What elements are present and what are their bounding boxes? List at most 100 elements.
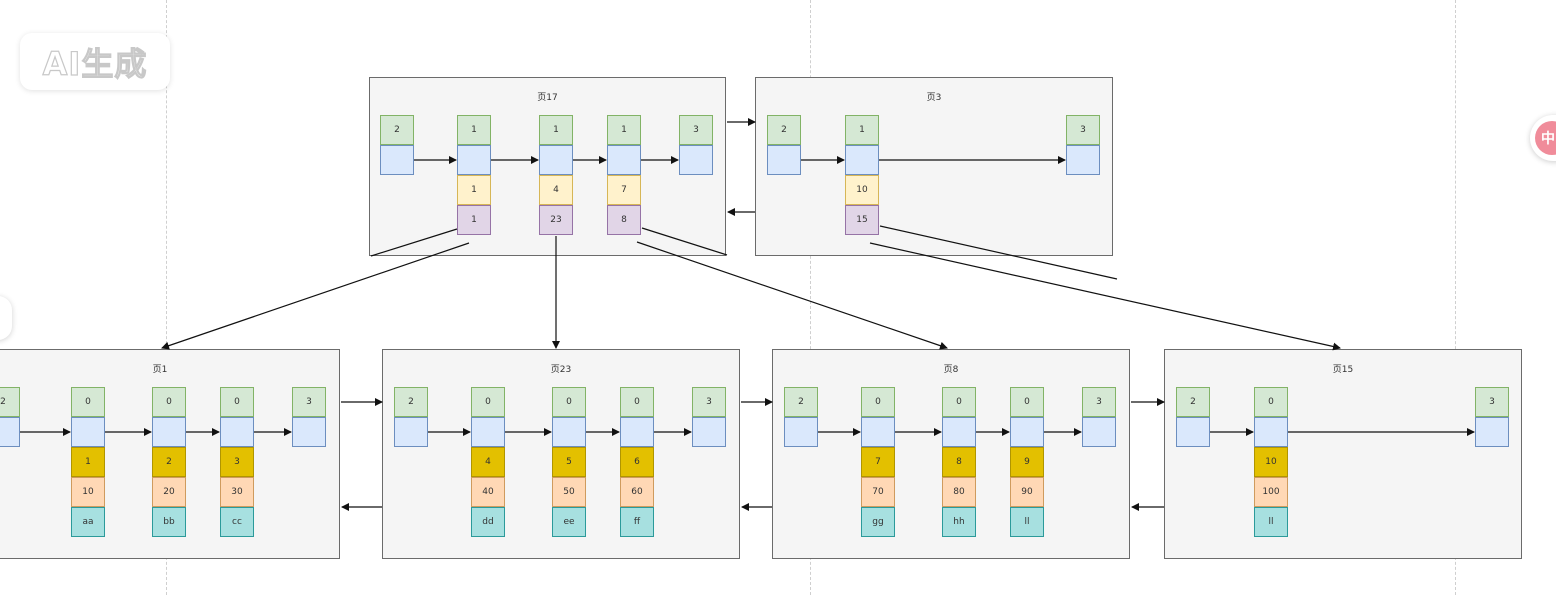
record-header-cell: 2 xyxy=(1176,387,1210,417)
next-pointer-cell xyxy=(861,417,895,447)
value-cell: 70 xyxy=(861,477,895,507)
translate-icon: 中 xyxy=(1535,121,1556,155)
name-cell: aa xyxy=(71,507,105,537)
id-cell: 2 xyxy=(152,447,186,477)
next-pointer-cell xyxy=(942,417,976,447)
record-header-cell: 0 xyxy=(71,387,105,417)
value-cell: 100 xyxy=(1254,477,1288,507)
name-cell: hh xyxy=(942,507,976,537)
record-header-cell: 0 xyxy=(942,387,976,417)
page-title: 页1 xyxy=(152,365,168,375)
record-header-cell: 3 xyxy=(679,115,713,145)
page-title: 页3 xyxy=(926,93,942,103)
next-pointer-cell xyxy=(845,145,879,175)
id-cell: 10 xyxy=(1254,447,1288,477)
record-header-cell: 0 xyxy=(620,387,654,417)
side-panel-handle[interactable] xyxy=(0,296,12,340)
page-box: 页15 xyxy=(1164,349,1522,559)
name-cell: ll xyxy=(1010,507,1044,537)
next-pointer-cell xyxy=(692,417,726,447)
page-title: 页15 xyxy=(1332,365,1354,375)
next-pointer-cell xyxy=(1254,417,1288,447)
record-header-cell: 0 xyxy=(861,387,895,417)
child-page-cell: 1 xyxy=(457,205,491,235)
id-cell: 7 xyxy=(861,447,895,477)
name-cell: ee xyxy=(552,507,586,537)
next-pointer-cell xyxy=(457,145,491,175)
record-header-cell: 3 xyxy=(1066,115,1100,145)
index-key-cell: 1 xyxy=(457,175,491,205)
next-pointer-cell xyxy=(220,417,254,447)
next-pointer-cell xyxy=(679,145,713,175)
value-cell: 20 xyxy=(152,477,186,507)
name-cell: dd xyxy=(471,507,505,537)
next-pointer-cell xyxy=(767,145,801,175)
next-pointer-cell xyxy=(539,145,573,175)
value-cell: 90 xyxy=(1010,477,1044,507)
next-pointer-cell xyxy=(552,417,586,447)
record-header-cell: 2 xyxy=(394,387,428,417)
name-cell: ll xyxy=(1254,507,1288,537)
record-header-cell: 0 xyxy=(1254,387,1288,417)
value-cell: 80 xyxy=(942,477,976,507)
record-header-cell: 0 xyxy=(220,387,254,417)
name-cell: cc xyxy=(220,507,254,537)
record-header-cell: 2 xyxy=(0,387,20,417)
next-pointer-cell xyxy=(0,417,20,447)
next-pointer-cell xyxy=(394,417,428,447)
index-key-cell: 7 xyxy=(607,175,641,205)
record-header-cell: 3 xyxy=(1475,387,1509,417)
record-header-cell: 2 xyxy=(784,387,818,417)
value-cell: 30 xyxy=(220,477,254,507)
record-header-cell: 3 xyxy=(1082,387,1116,417)
next-pointer-cell xyxy=(471,417,505,447)
page-title: 页8 xyxy=(943,365,959,375)
value-cell: 40 xyxy=(471,477,505,507)
value-cell: 10 xyxy=(71,477,105,507)
next-pointer-cell xyxy=(1176,417,1210,447)
page-title: 页23 xyxy=(550,365,572,375)
translate-button[interactable]: 中 xyxy=(1530,115,1556,161)
record-header-cell: 1 xyxy=(845,115,879,145)
name-cell: gg xyxy=(861,507,895,537)
id-cell: 3 xyxy=(220,447,254,477)
record-header-cell: 0 xyxy=(471,387,505,417)
value-cell: 50 xyxy=(552,477,586,507)
page-box: 页3 xyxy=(755,77,1113,256)
record-header-cell: 0 xyxy=(152,387,186,417)
next-pointer-cell xyxy=(152,417,186,447)
record-header-cell: 3 xyxy=(692,387,726,417)
id-cell: 5 xyxy=(552,447,586,477)
id-cell: 4 xyxy=(471,447,505,477)
next-pointer-cell xyxy=(380,145,414,175)
id-cell: 8 xyxy=(942,447,976,477)
record-header-cell: 3 xyxy=(292,387,326,417)
translate-label: 中 xyxy=(1541,131,1555,147)
next-pointer-cell xyxy=(620,417,654,447)
id-cell: 6 xyxy=(620,447,654,477)
next-pointer-cell xyxy=(607,145,641,175)
record-header-cell: 1 xyxy=(457,115,491,145)
page-title: 页17 xyxy=(537,93,558,103)
name-cell: bb xyxy=(152,507,186,537)
next-pointer-cell xyxy=(1475,417,1509,447)
record-header-cell: 1 xyxy=(539,115,573,145)
index-key-cell: 10 xyxy=(845,175,879,205)
child-page-cell: 8 xyxy=(607,205,641,235)
ai-badge-label: AI生成 xyxy=(42,44,148,83)
id-cell: 9 xyxy=(1010,447,1044,477)
record-header-cell: 2 xyxy=(767,115,801,145)
next-pointer-cell xyxy=(292,417,326,447)
child-page-cell: 23 xyxy=(539,205,573,235)
name-cell: ff xyxy=(620,507,654,537)
value-cell: 60 xyxy=(620,477,654,507)
child-page-cell: 15 xyxy=(845,205,879,235)
next-pointer-cell xyxy=(1066,145,1100,175)
ai-generated-badge: AI生成 xyxy=(20,33,170,90)
record-header-cell: 1 xyxy=(607,115,641,145)
next-pointer-cell xyxy=(1082,417,1116,447)
index-key-cell: 4 xyxy=(539,175,573,205)
record-header-cell: 0 xyxy=(552,387,586,417)
id-cell: 1 xyxy=(71,447,105,477)
